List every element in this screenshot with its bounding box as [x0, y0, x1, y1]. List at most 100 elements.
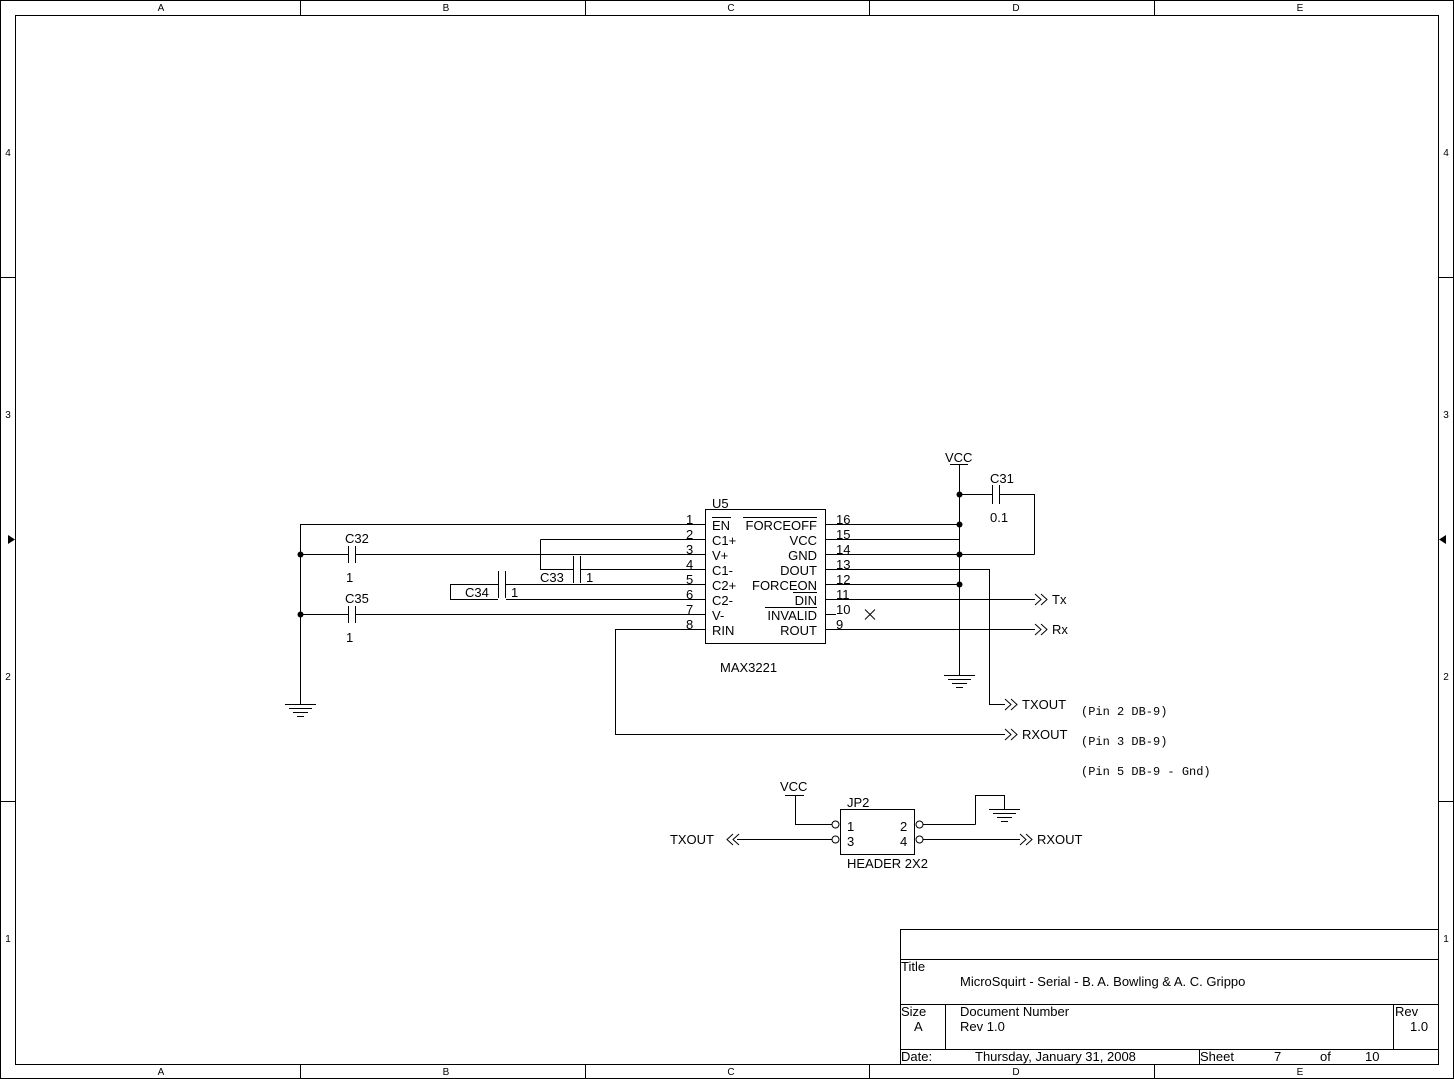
junction-dot: [297, 551, 304, 558]
c34-value: 1: [511, 585, 518, 600]
txout-jp-net-label: TXOUT: [670, 832, 714, 847]
size-value: A: [914, 1019, 923, 1034]
col-label-bottom-d: D: [1012, 1067, 1019, 1078]
no-connect-icon: [864, 609, 876, 620]
u5-pin-num-8: 8: [686, 617, 693, 632]
ground-icon: [989, 809, 1020, 822]
u5-pin-name-c1p: C1+: [712, 533, 736, 548]
jp2-part: HEADER 2X2: [847, 856, 928, 871]
tx-offpage-arrow-icon: [1034, 593, 1048, 606]
row-label-left-4: 4: [5, 148, 11, 159]
col-label-top-d: D: [1012, 3, 1019, 14]
row-label-right-3: 3: [1443, 410, 1449, 421]
u5-pin-name-rout: ROUT: [780, 623, 817, 638]
jp2-pin-1: 1: [847, 819, 854, 834]
row-label-left-3: 3: [5, 410, 11, 421]
ground-icon: [285, 704, 316, 717]
junction-dot: [956, 551, 963, 558]
txout-net-label: TXOUT: [1022, 697, 1066, 712]
c31-value: 0.1: [990, 510, 1008, 525]
u5-pin-name-vp: V+: [712, 548, 728, 563]
u5-pin-name-gnd: GND: [788, 548, 817, 563]
u5-pin-num-12: 12: [836, 572, 850, 587]
u5-chip: U5 MAX3221 1 2 3 4 5 6 7 8 EN C1+ V+ C1-…: [686, 496, 850, 675]
u5-pin-num-16: 16: [836, 512, 850, 527]
vcc-header-label: VCC: [780, 779, 807, 794]
u5-pin-name-vcc: VCC: [790, 533, 817, 548]
u5-pin-num-5: 5: [686, 572, 693, 587]
u5-pin-num-3: 3: [686, 542, 693, 557]
vcc-top-label: VCC: [945, 450, 972, 465]
u5-pin-name-en: EN: [712, 518, 730, 533]
u5-pin-name-c2p: C2+: [712, 578, 736, 593]
jp2-header: JP2 HEADER 2X2 1 2 3 4 VCC TXOUT: [670, 779, 1083, 871]
u5-ref: U5: [712, 496, 729, 511]
capacitor-c33: C33 1: [540, 556, 593, 585]
c33-ref: C33: [540, 570, 564, 585]
row-label-left-1: 1: [5, 934, 11, 945]
note-pin5: (Pin 5 DB-9 - Gnd): [1081, 765, 1211, 779]
u5-pin-num-1: 1: [686, 512, 693, 527]
date-label: Date:: [901, 1049, 932, 1064]
capacitor-c32: C32 1: [345, 531, 369, 585]
txout-jp-offpage-arrow-icon: [726, 833, 740, 846]
jp2-pin2-circle: [915, 820, 924, 829]
u5-pin-num-4: 4: [686, 557, 693, 572]
note-pin3: (Pin 3 DB-9): [1081, 735, 1167, 749]
sheet-label: Sheet: [1200, 1049, 1234, 1064]
title-block: Title MicroSquirt - Serial - B. A. Bowli…: [900, 929, 1439, 1065]
junction-dot: [956, 521, 963, 528]
u5-pin-name-vm: V-: [712, 608, 724, 623]
jp2-pin-3: 3: [847, 834, 854, 849]
col-label-bottom-e: E: [1297, 1067, 1304, 1078]
col-label-top-c: C: [727, 3, 734, 14]
u5-pin-name-c1m: C1-: [712, 563, 733, 578]
row-label-right-1: 1: [1443, 934, 1449, 945]
rxout-jp-offpage-arrow-icon: [1019, 833, 1033, 846]
u5-pin-num-10: 10: [836, 602, 850, 617]
u5-pin-num-9: 9: [836, 617, 843, 632]
c31-ref: C31: [990, 471, 1014, 486]
title-text: MicroSquirt - Serial - B. A. Bowling & A…: [960, 974, 1245, 989]
c34-ref: C34: [465, 585, 489, 600]
u5-pin-num-7: 7: [686, 602, 693, 617]
row-label-right-4: 4: [1443, 148, 1449, 159]
rev-value: 1.0: [1410, 1019, 1428, 1034]
note-pin2: (Pin 2 DB-9): [1081, 705, 1167, 719]
of-label: of: [1320, 1049, 1331, 1064]
col-label-bottom-c: C: [727, 1067, 734, 1078]
jp2-pin3-circle: [831, 835, 840, 844]
row-label-right-2: 2: [1443, 672, 1449, 683]
c35-ref: C35: [345, 591, 369, 606]
u5-pin-name-rin: RIN: [712, 623, 734, 638]
sheet-total: 10: [1365, 1049, 1379, 1064]
size-label: Size: [901, 1004, 926, 1019]
left-wiring: [285, 524, 1005, 735]
u5-pin-name-forceoff: FORCEOFF: [746, 518, 818, 533]
col-label-top-a: A: [158, 3, 165, 14]
rx-net-label: Rx: [1052, 622, 1068, 637]
rx-offpage-arrow-icon: [1034, 623, 1048, 636]
center-mark-left-icon: [8, 535, 15, 544]
right-wiring: VCC C31 0.1: [836, 450, 1211, 779]
u5-pin-name-invalid: INVALID: [767, 608, 817, 623]
jp2-body: [840, 809, 915, 855]
col-label-bottom-b: B: [443, 1067, 450, 1078]
center-mark-right-icon: [1439, 535, 1446, 544]
junction-dot: [297, 611, 304, 618]
jp2-pin4-circle: [915, 835, 924, 844]
sheet-value: 7: [1274, 1049, 1281, 1064]
rev-label: Rev: [1395, 1004, 1419, 1019]
row-label-left-2: 2: [5, 672, 11, 683]
rxout-offpage-arrow-icon: [1004, 728, 1018, 741]
tx-net-label: Tx: [1052, 592, 1067, 607]
jp2-pin1-circle: [831, 820, 840, 829]
u5-pin-name-dout: DOUT: [780, 563, 817, 578]
ground-icon: [944, 675, 975, 688]
capacitor-c35: C35 1: [345, 591, 369, 645]
u5-pin-num-15: 15: [836, 527, 850, 542]
rxout-jp-net-label: RXOUT: [1037, 832, 1083, 847]
u5-pin-name-forceon: FORCEON: [752, 578, 817, 593]
u5-pin-name-din: DIN: [795, 593, 817, 608]
